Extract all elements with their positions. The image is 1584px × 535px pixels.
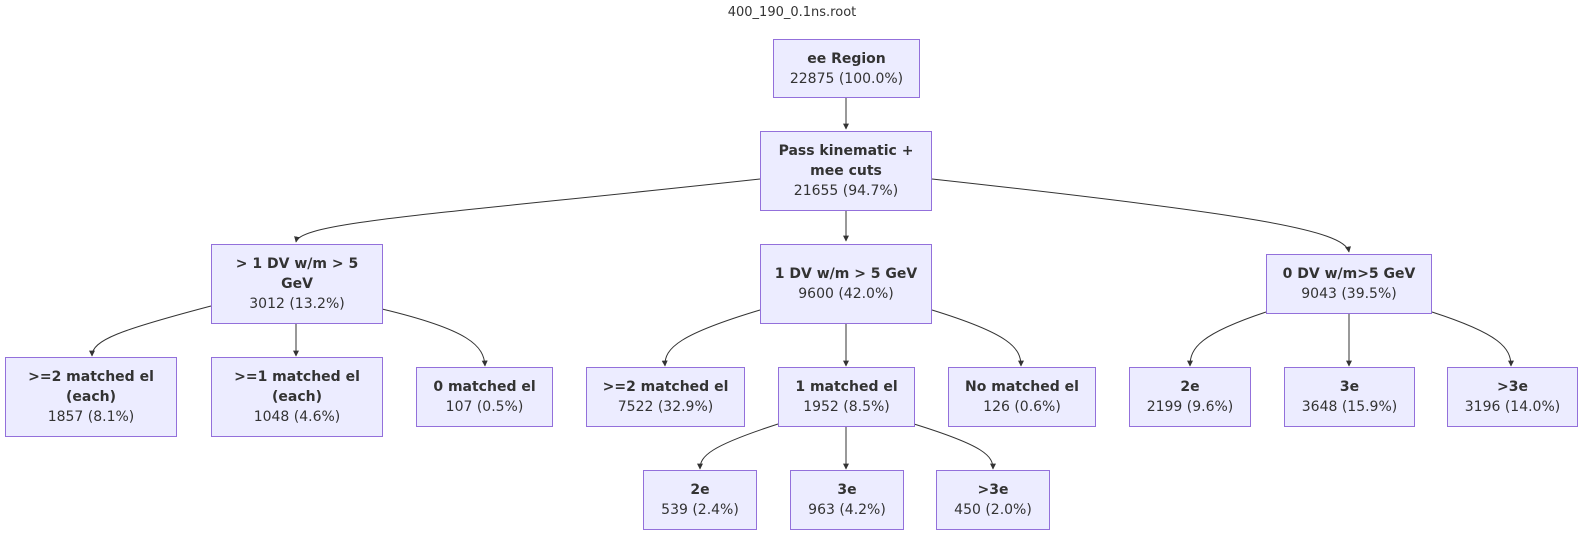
node-label: 2e — [1180, 379, 1200, 395]
node-zero-3e: 3e 3648 (15.9%) — [1284, 367, 1415, 427]
edge-one1-to-2e — [697, 423, 779, 470]
edge-one1-to-gt3e — [913, 423, 996, 470]
node-one-dv: 1 DV w/m > 5 GeV 9600 (42.0%) — [760, 244, 932, 324]
edge-gt1dv-to-ge2each — [89, 305, 212, 357]
node-label: 3e — [837, 482, 857, 498]
node-count: 21655 (94.7%) — [793, 183, 899, 199]
node-count: 3196 (14.0%) — [1464, 399, 1561, 415]
node-count: 450 (2.0%) — [954, 502, 1032, 518]
node-label: >=2 matched el (each) — [28, 369, 154, 405]
edge-onedv-to-none — [931, 309, 1024, 367]
node-one-no-matched: No matched el 126 (0.6%) — [948, 367, 1096, 427]
node-count: 9600 (42.0%) — [798, 286, 894, 302]
node-count: 2199 (9.6%) — [1146, 399, 1234, 415]
edge-pass-to-gt1dv — [294, 178, 761, 243]
node-label: 0 matched el — [433, 379, 536, 395]
node-label: >3e — [1497, 379, 1528, 395]
node-label: >=2 matched el — [602, 379, 729, 395]
node-label: ee Region — [807, 50, 886, 67]
node-one1-3e: 3e 963 (4.2%) — [790, 470, 904, 530]
node-one-1-matched: 1 matched el 1952 (8.5%) — [778, 367, 915, 427]
node-one1-gt3e: >3e 450 (2.0%) — [936, 470, 1050, 530]
node-count: 1952 (8.5%) — [803, 399, 890, 415]
node-gt1-ge2-each: >=2 matched el (each) 1857 (8.1%) — [5, 357, 177, 437]
node-label: > 1 DV w/m > 5 GeV — [235, 256, 359, 292]
node-count: 539 (2.4%) — [661, 502, 739, 518]
node-gt1-0-matched: 0 matched el 107 (0.5%) — [416, 367, 553, 427]
node-count: 9043 (39.5%) — [1301, 286, 1397, 302]
edge-zerodv-to-gt3e — [1431, 311, 1514, 367]
node-zero-gt3e: >3e 3196 (14.0%) — [1447, 367, 1578, 427]
node-gt1-ge1-each: >=1 matched el (each) 1048 (4.6%) — [211, 357, 383, 437]
node-pass-kinematic: Pass kinematic + mee cuts 21655 (94.7%) — [760, 131, 932, 211]
edge-onedv-to-ge2 — [661, 309, 761, 367]
node-label: 1 matched el — [795, 379, 898, 395]
node-label: >3e — [977, 482, 1009, 498]
node-one1-2e: 2e 539 (2.4%) — [643, 470, 757, 530]
node-gt1-dv: > 1 DV w/m > 5 GeV 3012 (13.2%) — [211, 244, 383, 324]
node-label: 1 DV w/m > 5 GeV — [774, 266, 918, 282]
node-one-ge2-matched: >=2 matched el 7522 (32.9%) — [586, 367, 745, 427]
node-count: 3648 (15.9%) — [1301, 399, 1398, 415]
node-ee-region: ee Region 22875 (100.0%) — [773, 39, 920, 98]
node-count: 107 (0.5%) — [445, 399, 524, 415]
node-count: 22875 (100.0%) — [789, 70, 904, 87]
node-label: Pass kinematic + mee cuts — [778, 143, 914, 179]
node-label: 2e — [690, 482, 710, 498]
node-label: 0 DV w/m>5 GeV — [1282, 266, 1416, 282]
node-label: >=1 matched el (each) — [234, 369, 360, 405]
node-count: 3012 (13.2%) — [249, 296, 345, 312]
node-zero-2e: 2e 2199 (9.6%) — [1129, 367, 1251, 427]
node-label: No matched el — [965, 379, 1079, 395]
node-count: 126 (0.6%) — [983, 399, 1061, 415]
edge-zerodv-to-2e — [1187, 311, 1267, 367]
edge-pass-to-zerodv — [931, 178, 1351, 253]
node-count: 963 (4.2%) — [808, 502, 886, 518]
edge-gt1dv-to-0matched — [381, 308, 488, 367]
node-count: 1048 (4.6%) — [253, 409, 341, 425]
diagram-title: 400_190_0.1ns.root — [727, 5, 857, 20]
node-label: 3e — [1339, 379, 1360, 395]
node-count: 1857 (8.1%) — [47, 409, 135, 425]
node-zero-dv: 0 DV w/m>5 GeV 9043 (39.5%) — [1266, 254, 1432, 314]
node-count: 7522 (32.9%) — [617, 399, 714, 415]
